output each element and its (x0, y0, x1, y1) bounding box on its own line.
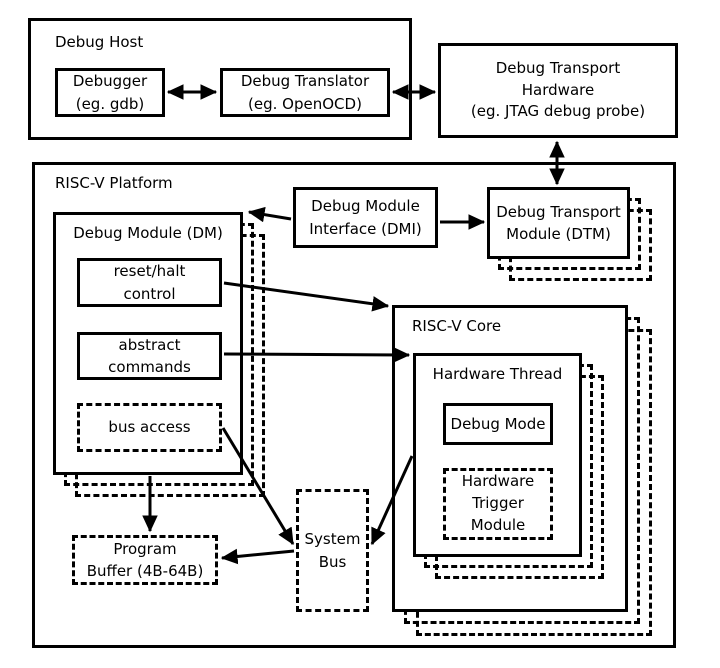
dtm-line1: Debug Transport (496, 202, 621, 221)
debug-transport-hardware-line2: Hardware (521, 80, 595, 99)
debug-translator-line2: (eg. OpenOCD) (248, 94, 362, 113)
debug-transport-hardware-line1: Debug Transport (495, 58, 621, 77)
riscv-platform-label: RISC-V Platform (55, 174, 173, 192)
dtm-box: Debug Transport Module (DTM) (487, 187, 630, 259)
dmi-box: Debug Module Interface (DMI) (293, 187, 438, 248)
debug-mode-label: Debug Mode (450, 414, 546, 433)
hardware-thread-label: Hardware Thread (432, 365, 563, 383)
debugger-line1: Debugger (72, 72, 148, 90)
dmi-line2: Interface (DMI) (309, 219, 422, 238)
bus-access-label: bus access (108, 418, 191, 437)
debug-transport-hardware-box: Debug Transport Hardware (eg. JTAG debug… (438, 43, 678, 138)
debug-mode-box: Debug Mode (443, 403, 553, 445)
debugger-line2: (eg. gdb) (75, 94, 145, 113)
hardware-thread-box: Hardware Thread (413, 353, 582, 557)
hardware-trigger-line2: Trigger (472, 494, 524, 513)
system-bus-box: System Bus (296, 489, 369, 612)
abstract-commands-box: abstract commands (77, 332, 222, 380)
abstract-commands-line2: commands (108, 358, 191, 376)
debug-host-label: Debug Host (55, 33, 144, 51)
system-bus-line1: System (304, 530, 361, 548)
dmi-line1: Debug Module (311, 197, 420, 215)
debugger-box: Debugger (eg. gdb) (55, 68, 165, 117)
reset-halt-control-box: reset/halt control (77, 258, 222, 307)
reset-halt-line1: reset/halt (113, 262, 186, 280)
program-buffer-line1: Program (113, 539, 177, 558)
riscv-core-label: RISC-V Core (412, 317, 502, 335)
system-bus-line2: Bus (318, 552, 347, 571)
debug-translator-line1: Debug Translator (240, 72, 370, 90)
dtm-line2: Module (DTM) (506, 225, 611, 243)
debug-translator-box: Debug Translator (eg. OpenOCD) (220, 68, 390, 117)
bus-access-box: bus access (77, 403, 222, 452)
debug-transport-hardware-line3: (eg. JTAG debug probe) (470, 102, 646, 121)
reset-halt-line2: control (123, 284, 176, 303)
hardware-trigger-box: Hardware Trigger Module (443, 468, 553, 540)
program-buffer-box: Program Buffer (4B-64B) (72, 535, 218, 585)
hardware-trigger-line3: Module (470, 515, 526, 534)
abstract-commands-line1: abstract (118, 335, 181, 354)
hardware-trigger-line1: Hardware (461, 472, 535, 491)
debug-module-label: Debug Module (DM) (73, 224, 223, 242)
program-buffer-line2: Buffer (4B-64B) (86, 562, 204, 580)
